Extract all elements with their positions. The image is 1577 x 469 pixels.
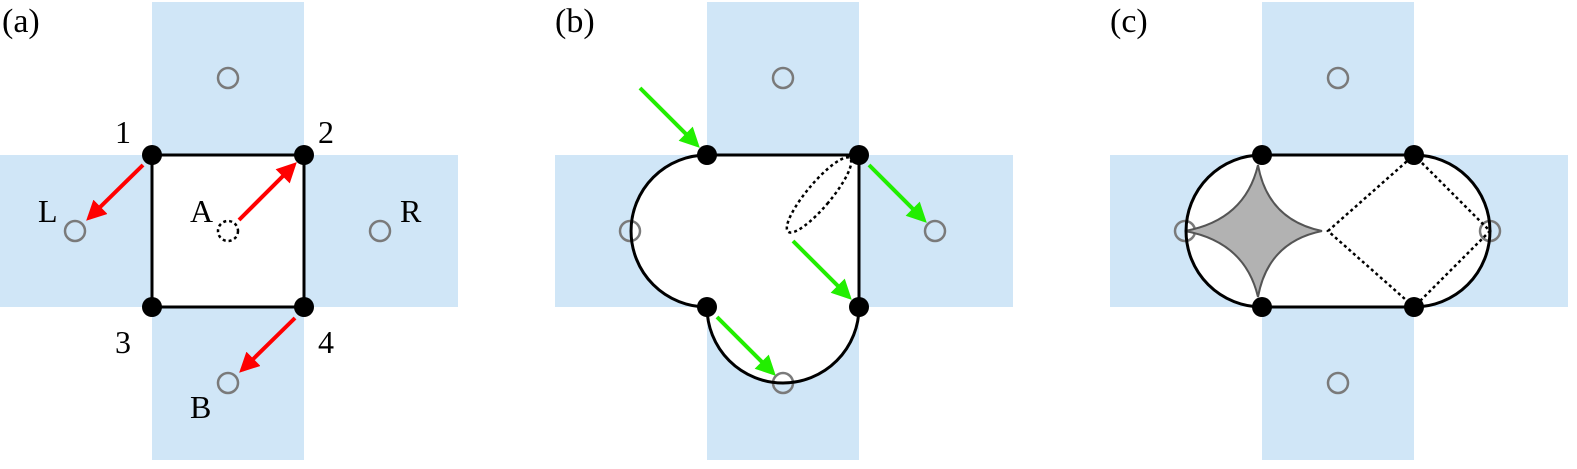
- corner-label-3: 3: [115, 324, 131, 360]
- site-right: [368, 219, 392, 243]
- panel-label-a: (a): [2, 3, 40, 40]
- site-label-L: L: [38, 193, 58, 229]
- node-3: [142, 297, 162, 317]
- node-4: [294, 297, 314, 317]
- panel-label-c: (c): [1110, 3, 1148, 40]
- node-tr: [1404, 145, 1424, 165]
- node-tr: [849, 145, 869, 165]
- site-label-R: R: [400, 193, 422, 229]
- corner-label-2: 2: [318, 114, 334, 150]
- site-top: [216, 66, 240, 90]
- site-right: [923, 219, 947, 243]
- node-tl: [697, 145, 717, 165]
- site-top: [771, 66, 795, 90]
- dotted-ellipse: [785, 156, 853, 234]
- corner-label-4: 4: [318, 324, 334, 360]
- node-br: [1404, 297, 1424, 317]
- site-bottom: [1326, 371, 1350, 395]
- node-br: [849, 297, 869, 317]
- node-2: [294, 145, 314, 165]
- green-arrow-to-site-right: [867, 163, 927, 223]
- node-bl: [697, 297, 717, 317]
- green-arrow-to-site-bottom: [715, 315, 776, 376]
- node-1: [142, 145, 162, 165]
- bulge-bottom-fill: [707, 307, 859, 383]
- site-left: [63, 219, 87, 243]
- red-arrow-A-to-2: [237, 162, 297, 222]
- site-bottom: [216, 371, 240, 395]
- corner-label-1: 1: [115, 114, 131, 150]
- green-arrow-to-node-br: [791, 239, 852, 300]
- node-tl: [1252, 145, 1272, 165]
- node-bl: [1252, 297, 1272, 317]
- panel-label-b: (b): [555, 3, 595, 40]
- bulge-left-fill: [631, 155, 707, 307]
- site-left: [618, 219, 642, 243]
- panel-a: (a) 1 2 3 4 A L R B: [0, 2, 458, 460]
- site-label-A: A: [190, 193, 213, 229]
- red-arrow-1-to-L: [86, 163, 145, 221]
- panel-b: (b): [555, 2, 1013, 460]
- site-label-B: B: [190, 389, 211, 425]
- red-arrow-4-to-B: [239, 316, 297, 373]
- green-arrow-to-node-tl: [638, 86, 700, 148]
- panel-c: (c): [1110, 2, 1568, 460]
- site-top: [1326, 66, 1350, 90]
- site-center-dotted: [216, 219, 240, 243]
- concave-diamond: [1184, 164, 1323, 298]
